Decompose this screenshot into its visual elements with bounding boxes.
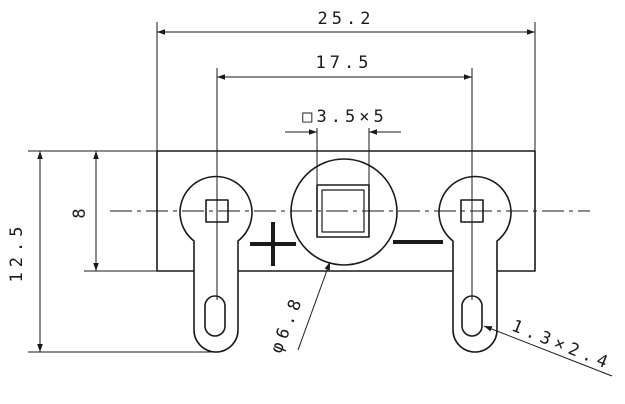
left-terminal-outline — [179, 175, 253, 353]
label-total-height: 12.5 — [7, 222, 27, 283]
label-overall-width: 25.2 — [318, 9, 375, 29]
label-center-diameter: φ6.8 — [267, 292, 308, 356]
center-circle — [290, 158, 398, 266]
right-terminal-outline — [438, 175, 512, 353]
label-body-height: 8 — [70, 203, 90, 218]
label-center-window: □3.5×5 — [302, 107, 387, 127]
left-slot — [204, 295, 226, 337]
label-slot-size: 1.3×2.4 — [509, 316, 615, 374]
label-hole-spacing: 17.5 — [316, 53, 373, 73]
leader-center-diameter — [297, 261, 331, 351]
leader-slot-size — [483, 325, 613, 377]
